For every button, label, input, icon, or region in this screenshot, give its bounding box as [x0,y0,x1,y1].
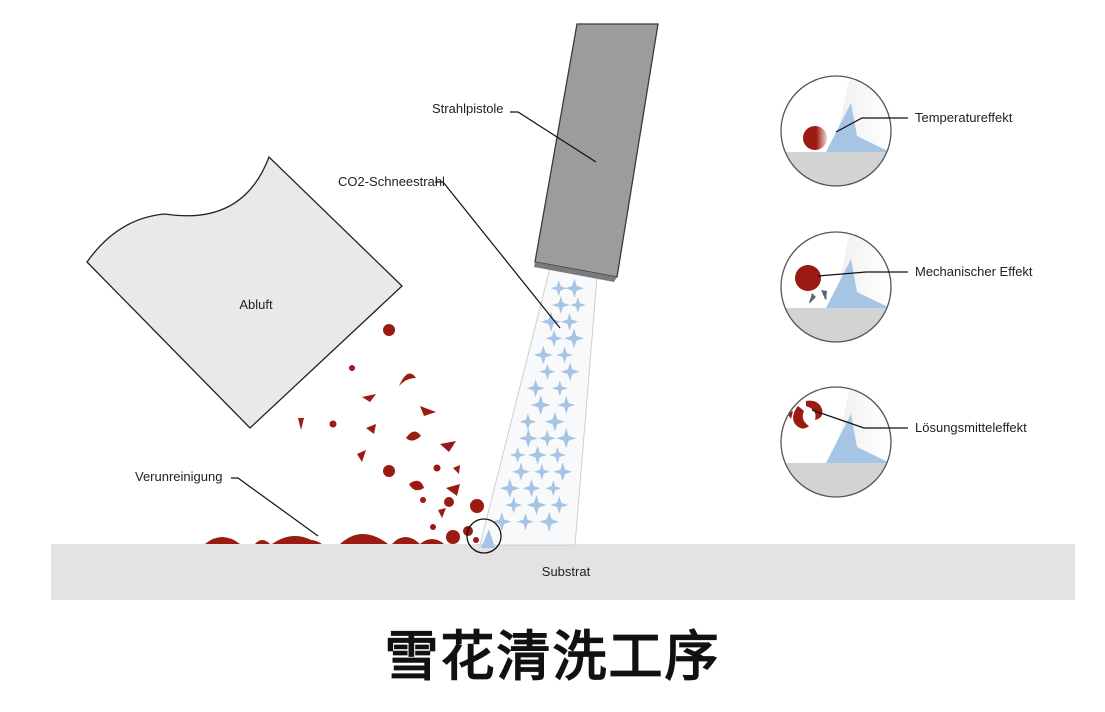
contaminant-blob [349,365,355,371]
exhaust-hood: Abluft [86,155,403,429]
contaminant-blob [399,373,416,386]
label-blasting-gun: Strahlpistole [432,101,597,163]
contaminant-blob [383,324,395,336]
contaminant-blob [420,497,426,503]
contaminant-blob [430,524,436,530]
substrate: Substrat [51,544,1075,600]
contaminant-blob [444,497,454,507]
snow-jet-label: CO2-Schneestrahl [338,174,445,189]
contaminant-blob [433,464,441,472]
mechanical-effect-label: Mechanischer Effekt [915,264,1033,279]
contaminant-blob [300,540,322,544]
contaminant-blob [255,540,270,544]
contamination-label: Verunreinigung [135,469,222,484]
contaminant-blob [438,508,446,518]
contaminant-blob [362,394,376,402]
page-caption: 雪花清洗工序 [384,625,721,688]
contaminant-blob [406,431,421,441]
contaminant-blob [453,465,460,474]
contaminant-blob [357,450,366,462]
contaminant-blob [470,499,484,513]
snow-jet [479,263,598,546]
label-contamination: Verunreinigung [135,469,319,537]
contaminant-blob [446,484,460,496]
temperature-effect-label: Temperatureffekt [915,110,1013,125]
contaminant-blob [409,480,424,491]
detail-solvent-effect: Lösungsmitteleffekt [780,386,1027,498]
contamination-particles [205,324,484,544]
blasting-gun-label: Strahlpistole [432,101,504,116]
contaminant-blob [383,465,395,477]
substrate-label: Substrat [542,564,591,579]
solvent-effect-label: Lösungsmitteleffekt [915,420,1027,435]
exhaust-label: Abluft [239,297,273,312]
blasting-gun [534,23,659,282]
contaminant-blob [340,534,388,544]
label-snow-jet: CO2-Schneestrahl [338,174,561,329]
impact-detail-marker [466,518,502,554]
contaminant-blob [440,441,456,452]
contaminant-blob [329,420,337,428]
detail-mechanical-effect: Mechanischer Effekt [780,231,1033,343]
detail-temperature-effect: Temperatureffekt [780,75,1013,187]
contaminant-blob [392,537,420,544]
contaminant-blob [205,537,240,544]
contaminant-blob [420,539,444,544]
contaminant-blob [446,530,460,544]
contaminant-blob [298,418,304,430]
contaminant-blob [366,424,376,434]
contaminant-blob [420,406,436,416]
